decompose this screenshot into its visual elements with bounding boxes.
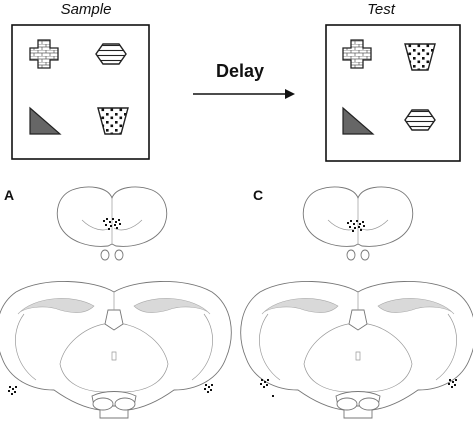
panel-label-c: C — [253, 187, 263, 203]
sample-panel — [11, 24, 150, 160]
lesion-cluster-left — [8, 386, 17, 395]
test-title: Test — [367, 1, 396, 18]
brain-section-b — [0, 280, 232, 419]
brain-section-d — [240, 280, 473, 419]
lesion-cluster-right — [204, 384, 213, 393]
delay-arrow — [193, 89, 295, 99]
delay-label: Delay — [216, 61, 264, 81]
panel-label-a: A — [4, 187, 14, 203]
lesion-dot — [272, 395, 274, 397]
brain-section-c — [302, 186, 414, 261]
test-panel — [325, 24, 461, 162]
test-frame — [325, 24, 461, 162]
striped-hexagon-object — [95, 43, 127, 65]
sample-title: Sample — [61, 1, 112, 18]
brain-section-a — [56, 186, 168, 261]
sample-frame — [11, 24, 150, 160]
striped-hexagon-object — [404, 109, 436, 131]
